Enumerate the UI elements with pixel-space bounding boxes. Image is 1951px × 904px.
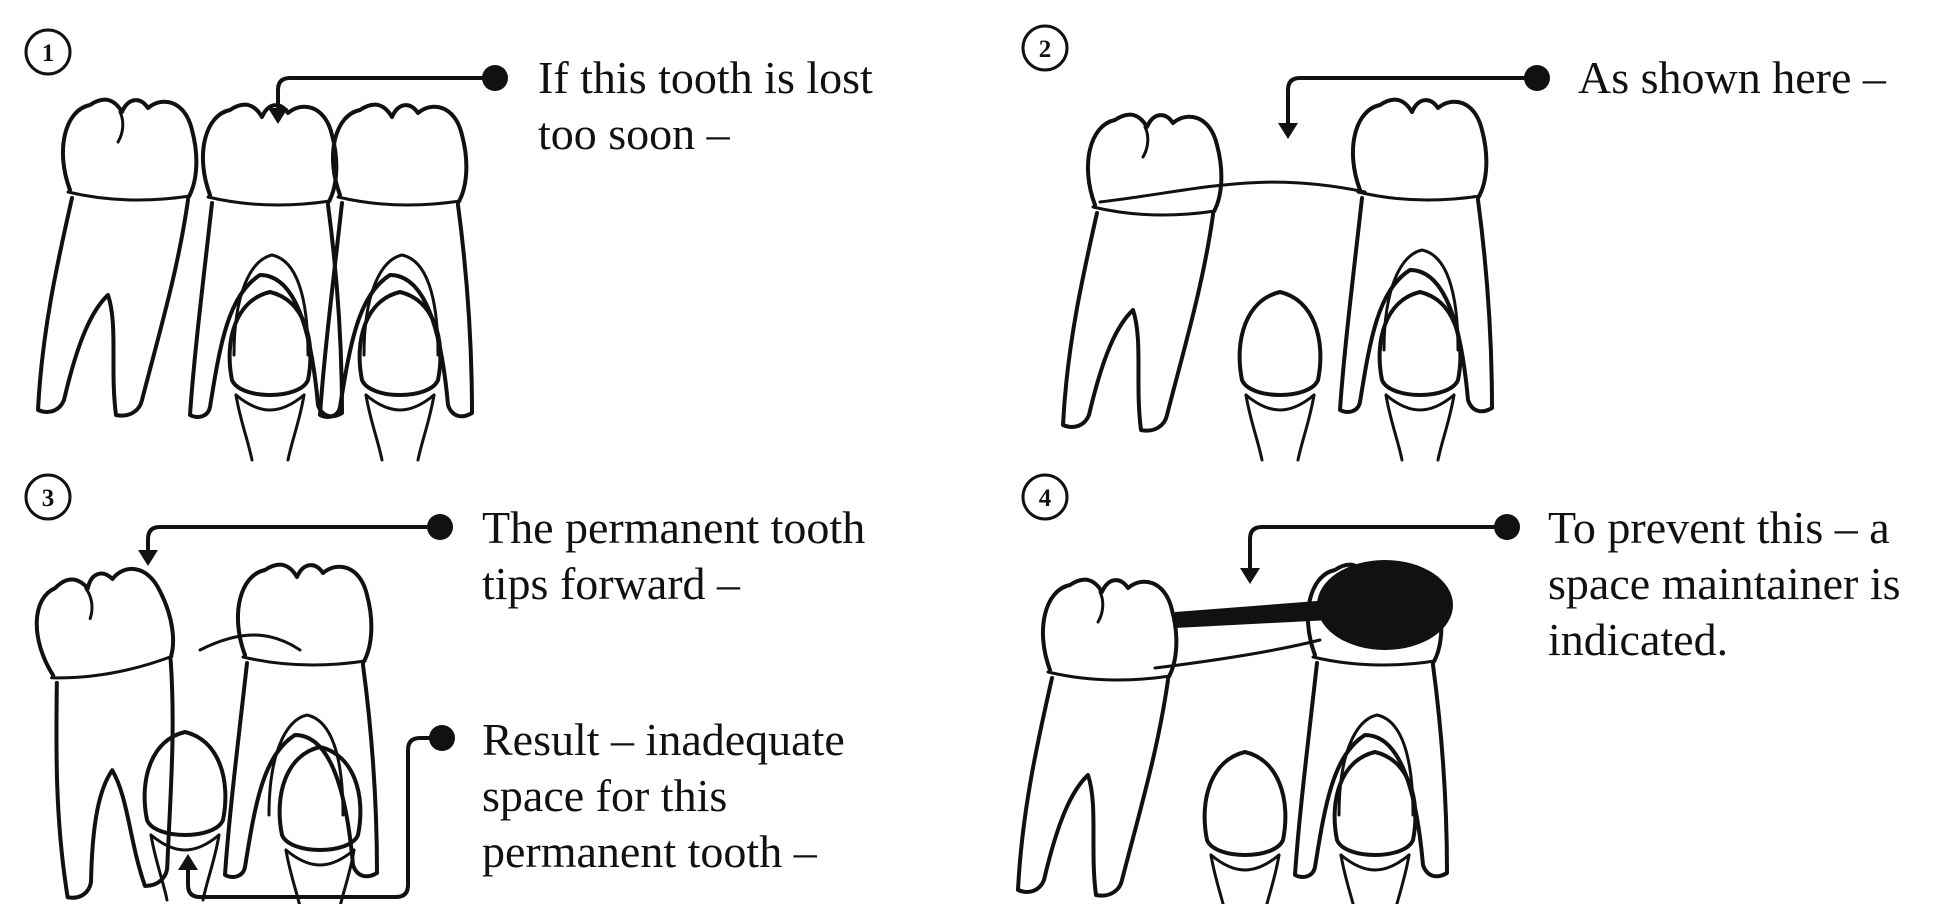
- permanent-bud-2a: [1240, 292, 1321, 460]
- pointer-arrow-2: [1288, 78, 1525, 125]
- permanent-bud-4b: [1335, 752, 1416, 904]
- permanent-bud-2b: [1380, 292, 1461, 460]
- caption-panel-3-bottom: Result – inadequate space for this perma…: [482, 712, 845, 880]
- bullet-dot-1: [482, 65, 508, 91]
- caption-panel-1: If this tooth is lost too soon –: [538, 50, 873, 162]
- primary-molar-left-1: [38, 100, 196, 416]
- bullet-dot-4: [1494, 514, 1520, 540]
- panel-4-number: 4: [1039, 485, 1052, 512]
- panel-3: 3: [3, 475, 455, 904]
- primary-molar-left-4: [1018, 580, 1176, 896]
- bullet-dot-3b: [429, 725, 455, 751]
- pointer-arrow-3a: [148, 527, 430, 552]
- permanent-bud-1a: [230, 292, 311, 460]
- bullet-dot-2: [1524, 65, 1550, 91]
- bullet-dot-3a: [427, 514, 453, 540]
- panel-2: 2: [1023, 26, 1550, 460]
- permanent-bud-1b: [360, 292, 441, 460]
- caption-panel-4: To prevent this – a space maintainer is …: [1548, 500, 1901, 668]
- caption-panel-2: As shown here –: [1578, 50, 1886, 106]
- primary-molar-left-2: [1063, 115, 1221, 431]
- primary-molar-lost-1: [190, 105, 342, 417]
- panel-2-number: 2: [1039, 36, 1052, 63]
- panel-1-number: 1: [42, 40, 55, 67]
- permanent-bud-3a: [145, 732, 226, 900]
- permanent-bud-4a: [1205, 752, 1286, 904]
- primary-molar-right-2: [1340, 100, 1492, 412]
- panel-3-number: 3: [42, 485, 55, 512]
- caption-panel-3-top: The permanent tooth tips forward –: [482, 500, 865, 612]
- panel-1: 1: [26, 30, 508, 460]
- permanent-molar-tipped-3: [225, 565, 377, 877]
- panel-4: 4: [1018, 475, 1520, 904]
- space-maintainer-band: [1317, 560, 1453, 650]
